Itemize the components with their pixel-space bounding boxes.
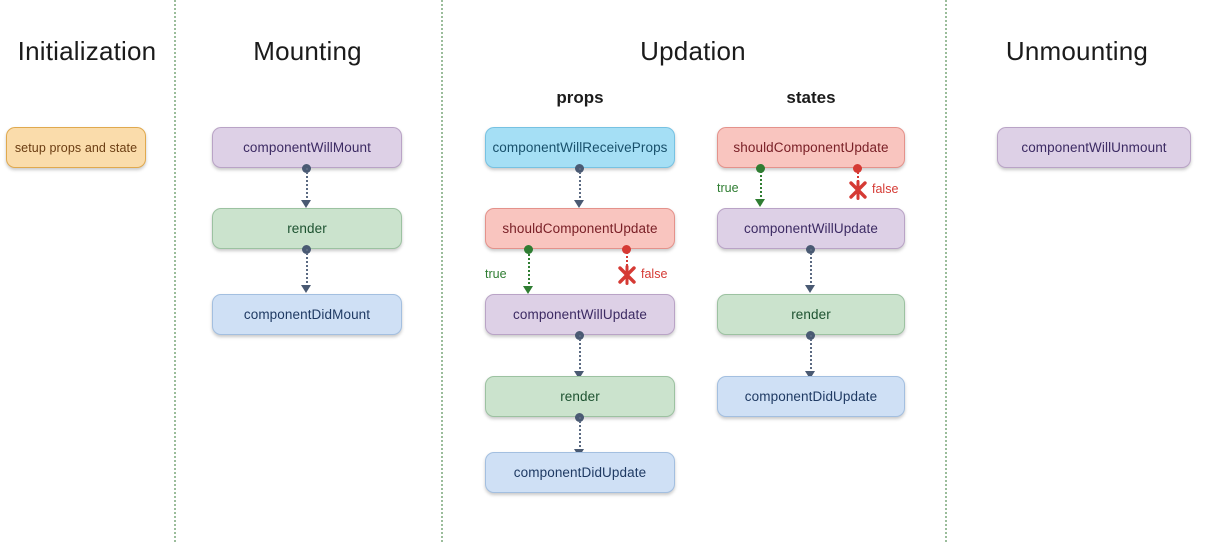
connector-line [579,417,581,451]
node-states-component-will-update[interactable]: componentWillUpdate [717,208,905,249]
section-title-initialization: Initialization [17,36,157,66]
node-mounting-render[interactable]: render [212,208,402,249]
node-component-will-unmount[interactable]: componentWillUnmount [997,127,1191,168]
branch-label-states-false: false [872,182,899,196]
node-props-render[interactable]: render [485,376,675,417]
connector-line [810,249,812,287]
node-component-did-mount[interactable]: componentDidMount [212,294,402,335]
section-title-updation: Updation [640,36,746,66]
node-props-component-will-update[interactable]: componentWillUpdate [485,294,675,335]
subsection-title-props: props [556,88,604,107]
connector-arrowhead [574,200,584,208]
red-x-stop-icon [849,180,867,200]
node-setup-props-and-state[interactable]: setup props and state [6,127,146,168]
section-divider-1 [174,0,176,542]
branch-line-false [626,249,628,266]
connector-line [306,249,308,287]
section-title-mounting: Mounting [253,36,362,66]
branch-line-false [857,168,859,182]
node-component-will-mount[interactable]: componentWillMount [212,127,402,168]
connector-arrowhead [301,285,311,293]
connector-arrowhead [805,371,815,379]
branch-arrowhead-true [523,286,533,294]
subsection-title-states: states [786,88,836,107]
connector-line [810,335,812,373]
section-title-unmounting: Unmounting [1005,36,1149,66]
connector-line [306,168,308,202]
branch-label-props-true: true [485,267,507,281]
branch-label-states-true: true [717,181,739,195]
node-states-should-component-update[interactable]: shouldComponentUpdate [717,127,905,168]
branch-label-props-false: false [641,267,668,281]
node-states-component-did-update[interactable]: componentDidUpdate [717,376,905,417]
connector-line [579,168,581,202]
branch-line-true [760,168,762,201]
connector-line [579,335,581,373]
red-x-stop-icon [618,265,636,285]
node-states-render[interactable]: render [717,294,905,335]
branch-arrowhead-true [755,199,765,207]
node-component-will-receive-props[interactable]: componentWillReceiveProps [485,127,675,168]
connector-arrowhead [301,200,311,208]
section-divider-2 [441,0,443,542]
branch-line-true [528,249,530,288]
connector-arrowhead [805,285,815,293]
connector-arrowhead [574,371,584,379]
node-props-component-did-update[interactable]: componentDidUpdate [485,452,675,493]
node-props-should-component-update[interactable]: shouldComponentUpdate [485,208,675,249]
section-divider-3 [945,0,947,542]
